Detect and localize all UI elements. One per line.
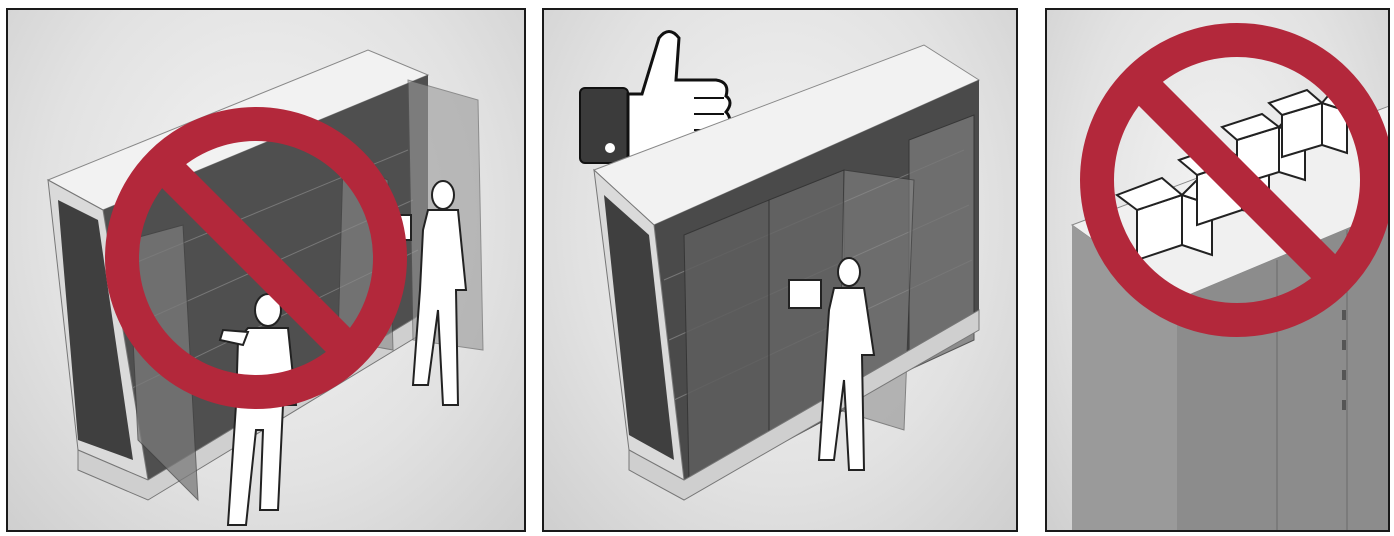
illustration-one-person-cabinet bbox=[544, 10, 1018, 532]
illustration-boxes-on-cabinet bbox=[1047, 10, 1390, 532]
panel-prohibited-boxes-on-top bbox=[1045, 8, 1390, 532]
panel-correct-one-person bbox=[542, 8, 1018, 532]
cardboard-box-icon bbox=[789, 280, 821, 308]
illustration-two-people-cabinet bbox=[8, 10, 526, 532]
panel-prohibited-two-people bbox=[6, 8, 526, 532]
